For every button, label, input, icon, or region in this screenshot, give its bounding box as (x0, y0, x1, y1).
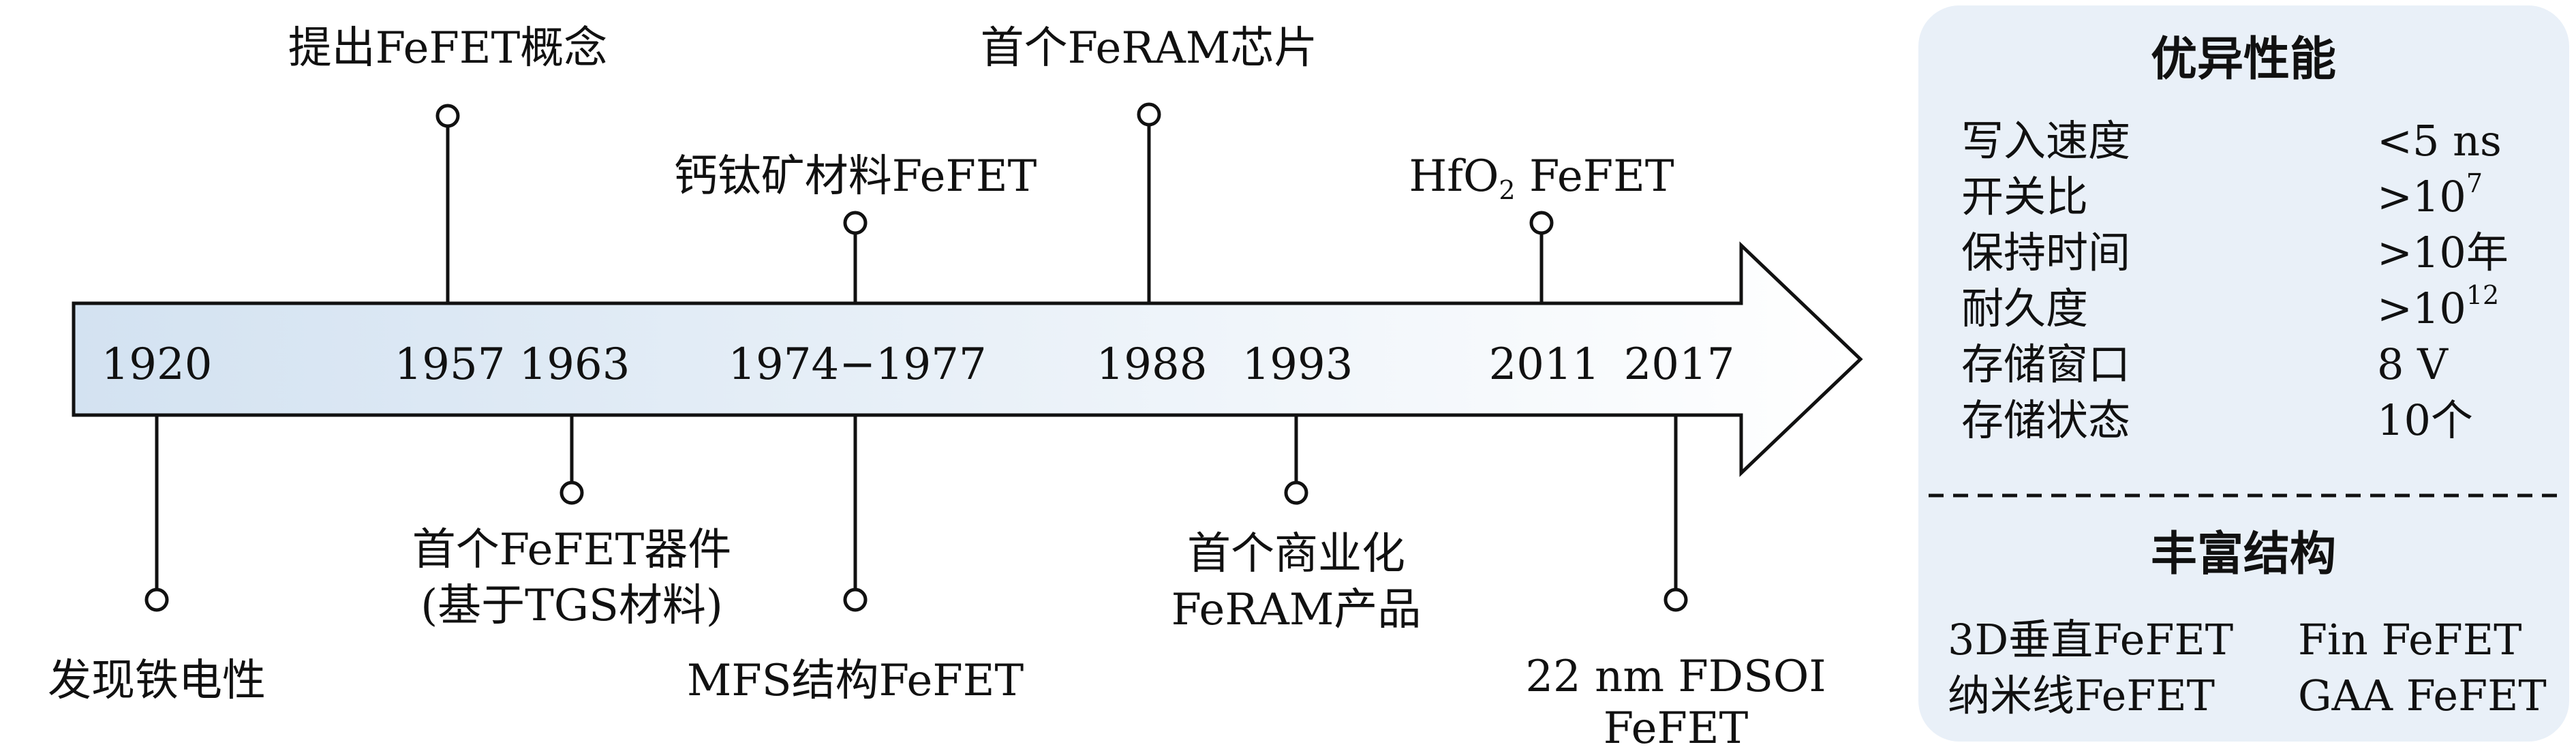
marker-1963 (559, 481, 584, 505)
metric-value: 8 V (2377, 339, 2449, 389)
year-1988: 1988 (1097, 339, 1208, 390)
event-1974-bottom-label: MFS结构FeFET (687, 656, 1024, 706)
year-2017: 2017 (1624, 339, 1735, 390)
feature-panel (1918, 5, 2569, 742)
year-1957: 1957 (395, 339, 506, 390)
metric-value: >107 (2377, 168, 2483, 222)
structure-item: GAA FeFET (2298, 671, 2547, 720)
structure-item: 3D垂直FeFET (1948, 615, 2233, 665)
marker-2011 (1529, 211, 1554, 235)
marker-2017 (1663, 588, 1688, 612)
year-1974-1977: 1974−1977 (728, 339, 986, 390)
metric-name: 存储状态 (1961, 395, 2130, 445)
marker-1974-top (843, 211, 868, 235)
metric-value: >1012 (2377, 280, 2499, 333)
struct-title: 丰富结构 (2151, 527, 2336, 581)
year-2011: 2011 (1489, 339, 1600, 390)
structure-item: 纳米线FeFET (1948, 671, 2215, 720)
metric-value: <5 ns (2377, 116, 2502, 166)
event-2017-label-line1: 22 nm FDSOI (1525, 652, 1826, 702)
year-1993: 1993 (1242, 339, 1353, 390)
metric-name: 存储窗口 (1961, 339, 2130, 389)
event-1974-top-label: 钙钛矿材料FeFET (674, 151, 1037, 202)
marker-1920 (144, 588, 169, 612)
event-1963-label-line2: (基于TGS材料) (420, 581, 723, 631)
marker-1988 (1137, 102, 1161, 127)
event-1993-label-line1: 首个商业化 (1187, 529, 1405, 579)
metric-name: 保持时间 (1961, 228, 2130, 277)
metric-value: >10年 (2377, 228, 2509, 277)
marker-1957 (435, 104, 460, 128)
event-1988-label: 首个FeRAM芯片 (981, 23, 1318, 74)
timeline-arrow (72, 241, 1863, 477)
event-2017-label-line2: FeFET (1604, 703, 1749, 747)
event-1957-label: 提出FeFET概念 (288, 23, 608, 74)
year-1963: 1963 (519, 339, 630, 390)
perf-title: 优异性能 (2151, 32, 2336, 87)
metric-name: 写入速度 (1961, 116, 2130, 166)
marker-1993 (1284, 481, 1308, 505)
metric-value: 10个 (2377, 395, 2473, 445)
event-2011-label: HfO2 FeFET (1409, 151, 1674, 205)
year-1920: 1920 (102, 339, 213, 390)
metric-name: 开关比 (1961, 172, 2088, 222)
metric-name: 耐久度 (1961, 284, 2088, 333)
structure-item: Fin FeFET (2298, 615, 2521, 665)
event-1920-label: 发现铁电性 (48, 656, 266, 706)
event-1963-label-line1: 首个FeFET器件 (412, 525, 732, 575)
marker-1974-bottom (843, 588, 868, 612)
event-1993-label-line2: FeRAM产品 (1171, 585, 1422, 635)
